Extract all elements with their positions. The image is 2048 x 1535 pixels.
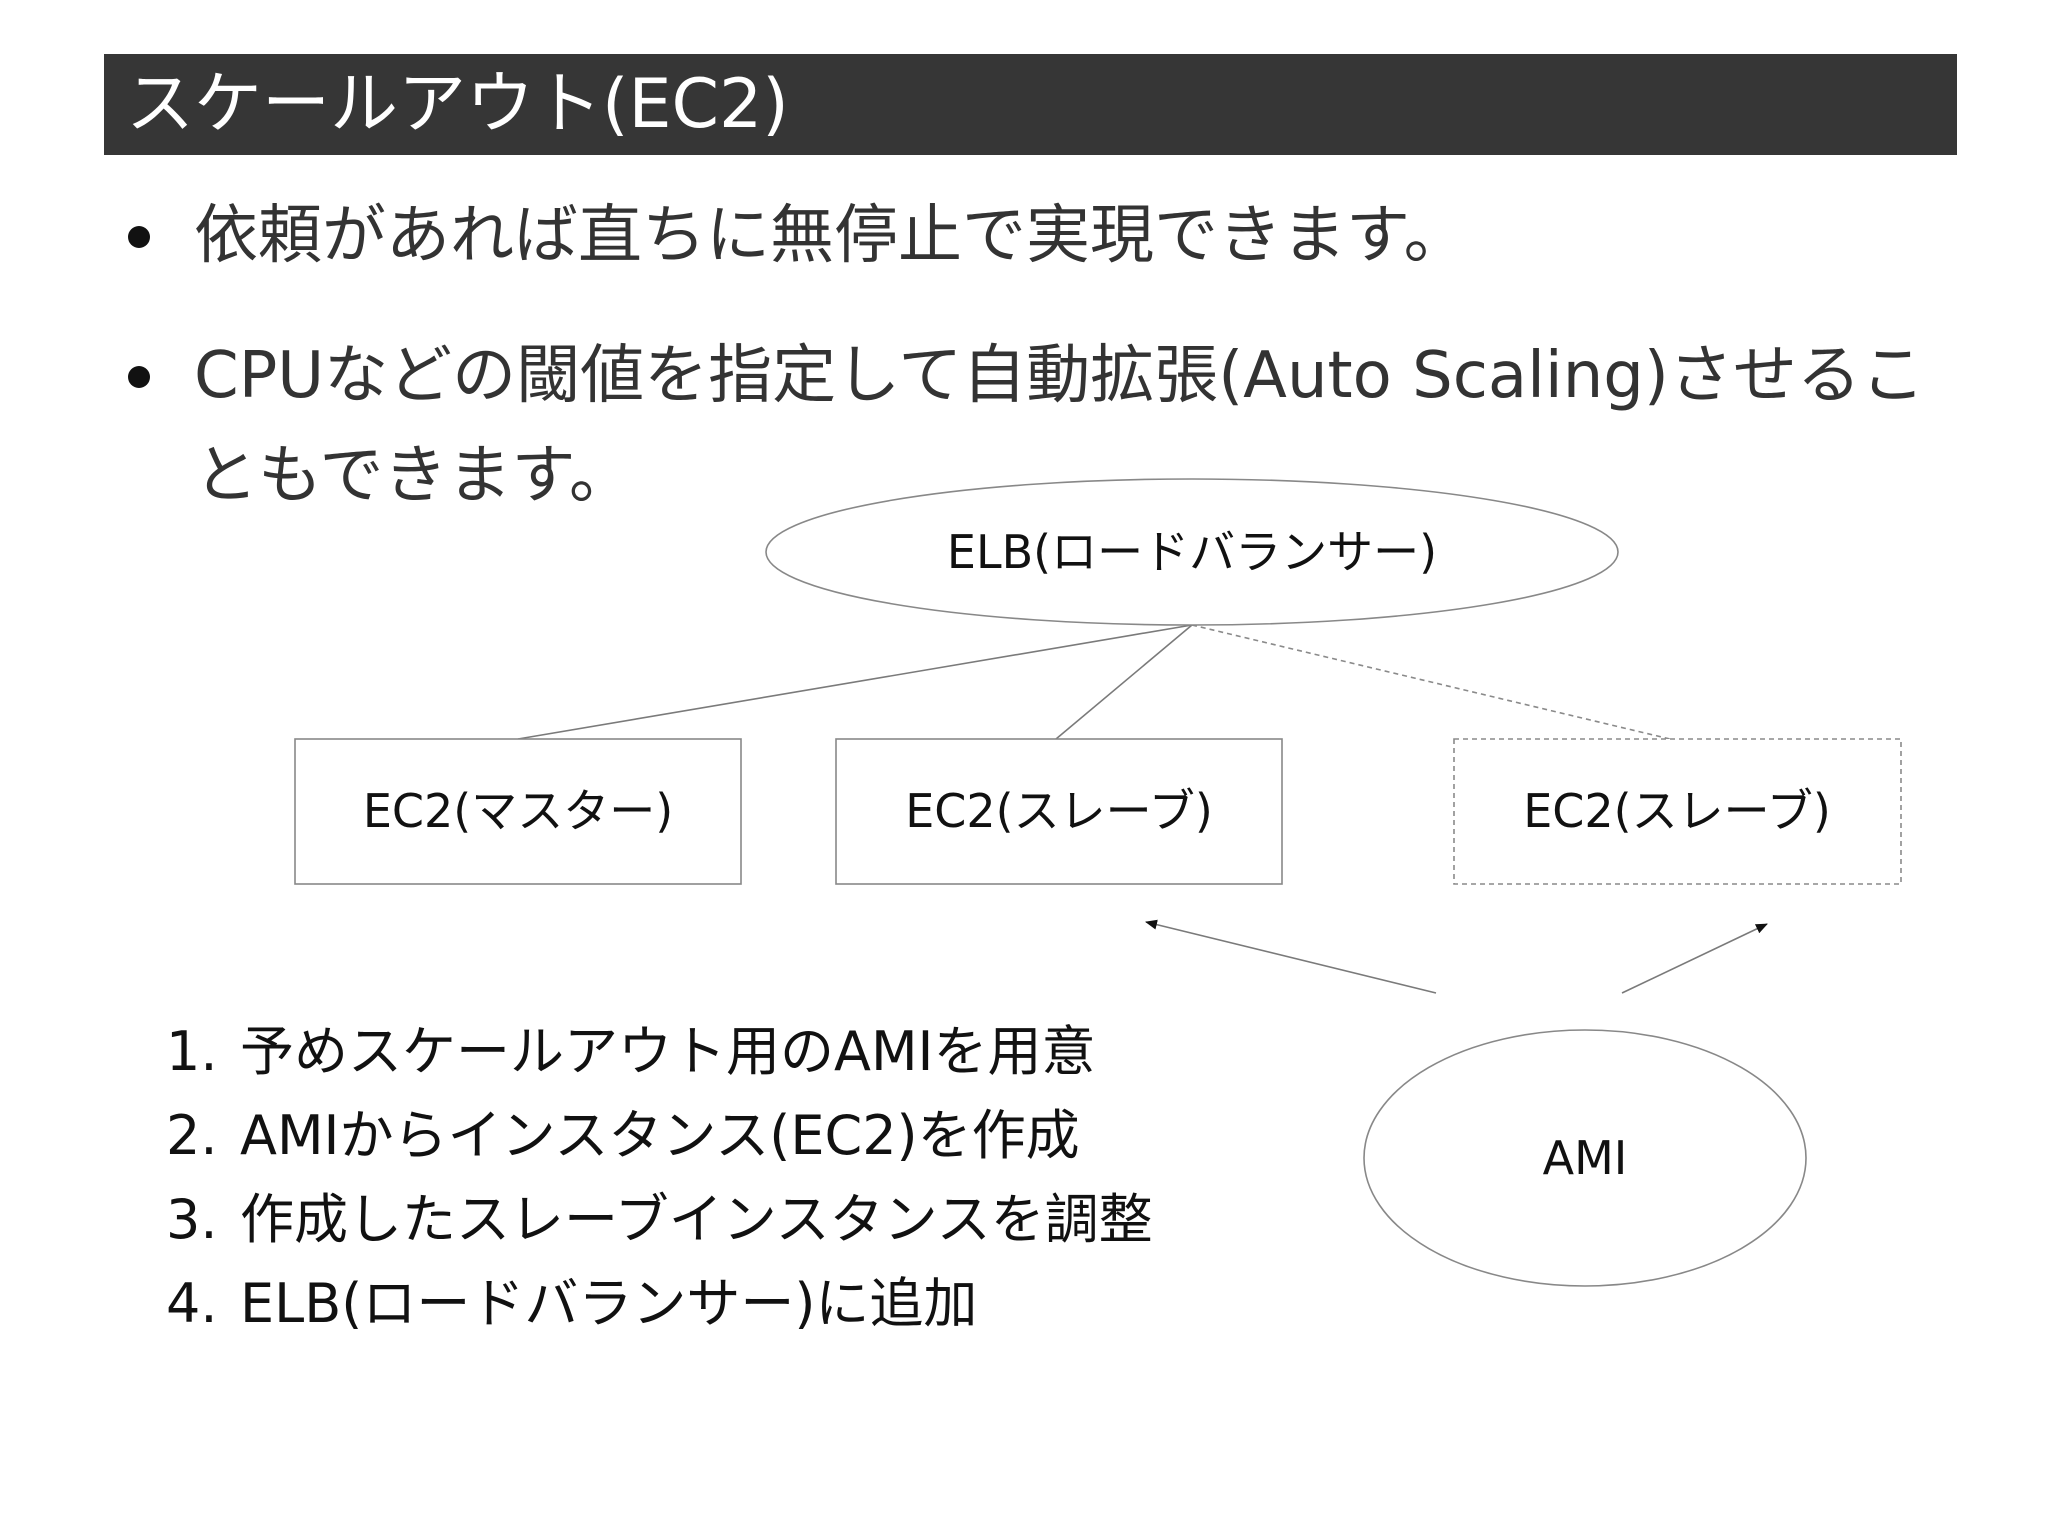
step-number: 2. (166, 1104, 218, 1167)
bullet-text: CPUなどの閾値を指定して自動拡張(Auto Scaling)させることもできま… (194, 339, 1925, 513)
step-item: 1. 予めスケールアウト用のAMIを用意 (166, 1010, 1266, 1094)
steps-list: 1. 予めスケールアウト用のAMIを用意 2. AMIからインスタンス(EC2)を作… (166, 1010, 1266, 1346)
elb-node (765, 478, 1619, 626)
bullet-item: 依頼があれば直ちに無停止で実現できます。 (120, 186, 1980, 286)
step-number: 1. (166, 1020, 218, 1083)
elb-to-new-slave-connector (1191, 624, 1671, 740)
step-text: 作成したスレーブインスタンスを調整 (240, 1188, 1153, 1251)
ami-to-slave-arrow (1145, 919, 1437, 994)
ami-to-new-slave-arrow (1621, 923, 1768, 994)
elb-to-slave-connector (1055, 624, 1193, 740)
elb-to-master-connector (517, 624, 1193, 740)
step-number: 4. (166, 1272, 218, 1335)
step-text: ELB(ロードバランサー)に追加 (240, 1272, 978, 1335)
step-item: 2. AMIからインスタンス(EC2)を作成 (166, 1094, 1266, 1178)
bullet-dot-icon (128, 366, 150, 388)
bullet-item: CPUなどの閾値を指定して自動拡張(Auto Scaling)させることもできま… (120, 326, 1980, 526)
step-item: 4. ELB(ロードバランサー)に追加 (166, 1262, 1266, 1346)
ec2-master-label: EC2(マスター) (363, 784, 673, 838)
bullet-text: 依頼があれば直ちに無停止で実現できます。 (194, 199, 1468, 273)
ec2-slave-node (835, 738, 1283, 885)
ec2-slave-label: EC2(スレーブ) (905, 784, 1213, 838)
slide-title: スケールアウト(EC2) (126, 64, 789, 144)
title-bar: スケールアウト(EC2) (104, 54, 1957, 155)
step-text: 予めスケールアウト用のAMIを用意 (240, 1020, 1096, 1083)
step-number: 3. (166, 1188, 218, 1251)
bullet-list: 依頼があれば直ちに無停止で実現できます。 CPUなどの閾値を指定して自動拡張(A… (120, 186, 1980, 526)
ami-label: AMI (1543, 1131, 1628, 1185)
elb-label: ELB(ロードバランサー) (947, 525, 1437, 579)
step-text: AMIからインスタンス(EC2)を作成 (240, 1104, 1080, 1167)
ec2-master-node (294, 738, 742, 885)
bullet-dot-icon (128, 226, 150, 248)
step-item: 3. 作成したスレーブインスタンスを調整 (166, 1178, 1266, 1262)
ami-node (1363, 1029, 1807, 1287)
ec2-new-slave-node (1453, 738, 1902, 885)
ec2-new-slave-label: EC2(スレーブ) (1523, 784, 1831, 838)
